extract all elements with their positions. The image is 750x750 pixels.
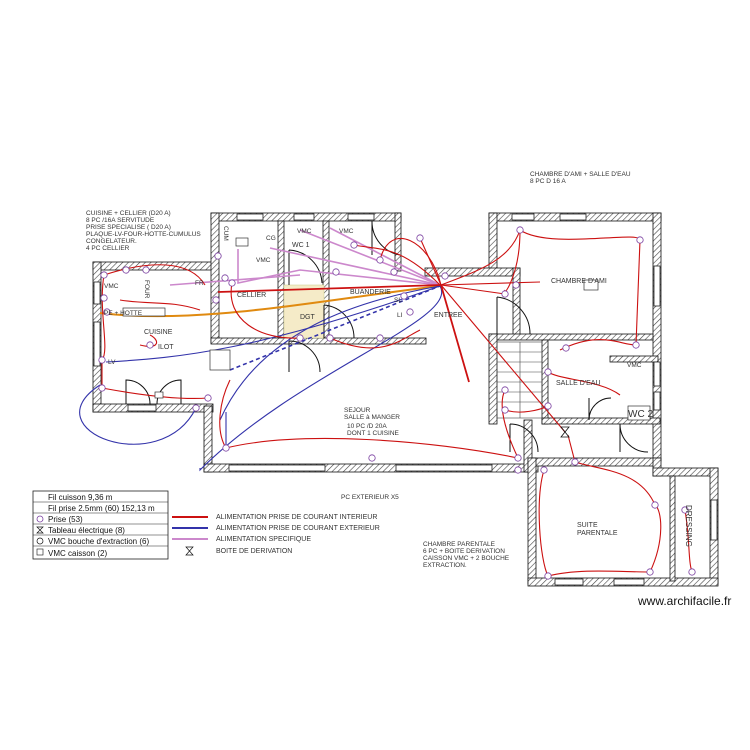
legend-fil-cuisson: Fil cuisson 9,36 m <box>48 493 113 502</box>
legend-prise: Prise (53) <box>48 515 83 524</box>
room-buanderie: BUANDERIE <box>350 289 391 296</box>
label-four: FOUR <box>143 280 150 299</box>
wires-specific <box>169 227 441 286</box>
legend-tableau: Tableau électrique (8) <box>48 526 125 535</box>
note-chambre-ami: CHAMBRE D'AMI + SALLE D'EAU 8 PC D 16 A <box>530 171 631 185</box>
wire-legend-interior: ALIMENTATION PRISE DE COURANT INTERIEUR <box>216 514 377 521</box>
label-vmc-cellier: VMC <box>256 257 271 264</box>
svg-text:8 PC /16A SERVITUDE: 8 PC /16A SERVITUDE <box>86 217 155 224</box>
room-chambre-ami: CHAMBRE D'AMI <box>551 278 607 285</box>
room-labels: CELLIER BUANDERIE CUISINE ILOT DGT ENTRE… <box>144 242 693 547</box>
vmc-caisson-icon <box>36 548 44 556</box>
label-vmc-wc1: VMC <box>297 228 312 235</box>
room-suite: SUITE <box>577 522 598 529</box>
room-ilot: ILOT <box>158 344 174 351</box>
sockets <box>98 226 696 580</box>
svg-text:DONT 1 CUISINE: DONT 1 CUISINE <box>347 430 400 437</box>
legend: Fil cuisson 9,36 m Fil prise 2.5mm (60) … <box>32 490 169 560</box>
equipment-labels: VMC VMC VMC VMC VMC CG CUM FOUR FR LV SL… <box>104 226 642 369</box>
svg-text:4 PC CELLIER: 4 PC CELLIER <box>86 245 130 252</box>
room-parentale: PARENTALE <box>577 530 618 537</box>
wire-legend-specific: ALIMENTATION SPECIFIQUE <box>216 536 311 543</box>
label-lv: LV <box>108 359 116 366</box>
note-chambre-parentale: CHAMBRE PARENTALE 6 PC + BOITE DERIVATIO… <box>423 541 510 569</box>
label-vmc-buanderie: VMC <box>339 228 354 235</box>
derivation-box-legend-icon <box>185 546 194 556</box>
room-wc2: WC 2 <box>628 409 653 420</box>
svg-text:SEJOUR: SEJOUR <box>344 407 371 414</box>
note-pc-exterieur: PC EXTERIEUR X5 <box>341 494 399 501</box>
label-hotte: PE + HOTTE <box>104 310 143 317</box>
label-vmc-salle-eau: VMC <box>627 362 642 369</box>
svg-text:PLAQUE-LV-FOUR-HOTTE-CUMULUS: PLAQUE-LV-FOUR-HOTTE-CUMULUS <box>86 231 201 238</box>
svg-text:6 PC + BOITE DERIVATION: 6 PC + BOITE DERIVATION <box>423 548 505 555</box>
svg-text:EXTRACTION.: EXTRACTION. <box>423 562 467 569</box>
svg-text:SALLE à MANGER: SALLE à MANGER <box>344 414 400 421</box>
legend-vmc-bouche: VMC bouche d'extraction (6) <box>48 537 149 546</box>
svg-text:PRISE SPECIALISE ( D20 A): PRISE SPECIALISE ( D20 A) <box>86 224 171 231</box>
label-cum: CUM <box>222 226 229 241</box>
windows <box>93 213 718 586</box>
label-vmc-cuisine: VMC <box>104 283 119 290</box>
label-cg: CG <box>266 235 276 242</box>
svg-text:10 PC /D 20A: 10 PC /D 20A <box>347 423 387 430</box>
vmc-mouth-icon <box>36 537 44 545</box>
svg-text:CUISINE + CELLIER (D20 A): CUISINE + CELLIER (D20 A) <box>86 210 171 217</box>
label-sl: SL <box>394 297 402 304</box>
legend-fil-prise: Fil prise 2.5mm (60) 152,13 m <box>48 504 155 513</box>
label-fr: FR <box>195 280 204 287</box>
derivation-box-icon <box>560 426 570 438</box>
svg-text:CHAMBRE PARENTALE: CHAMBRE PARENTALE <box>423 541 496 548</box>
watermark: www.archifacile.fr <box>638 594 732 608</box>
room-entree: ENTREE <box>434 312 463 319</box>
note-sejour: SEJOUR SALLE à MANGER 10 PC /D 20A DONT … <box>344 407 400 437</box>
room-wc1: WC 1 <box>292 242 310 249</box>
equipment-boxes <box>122 237 651 421</box>
room-dressing: DRESSING <box>684 505 693 547</box>
room-dgt: DGT <box>300 314 316 321</box>
panel-icon <box>36 526 44 534</box>
svg-text:CAISSON VMC + 2 BOUCHE: CAISSON VMC + 2 BOUCHE <box>423 555 510 562</box>
room-salle-eau: SALLE D'EAU <box>556 380 601 387</box>
note-cuisine-cellier: CUISINE + CELLIER (D20 A) 8 PC /16A SERV… <box>86 210 201 252</box>
svg-text:8 PC D 16 A: 8 PC D 16 A <box>530 178 566 185</box>
label-li: LI <box>397 312 403 319</box>
legend-vmc-caisson: VMC caisson (2) <box>48 549 107 558</box>
svg-text:CONGELATEUR.: CONGELATEUR. <box>86 238 137 245</box>
stairs <box>496 341 543 419</box>
room-cellier: CELLIER <box>237 292 266 299</box>
wire-legend-exterior: ALIMENTATION PRISE DE COURANT EXTERIEUR <box>216 525 380 532</box>
svg-text:CHAMBRE D'AMI + SALLE D'EAU: CHAMBRE D'AMI + SALLE D'EAU <box>530 171 631 178</box>
room-cuisine: CUISINE <box>144 329 173 336</box>
wire-legend-boite: BOITE DE DERIVATION <box>216 548 292 555</box>
wire-legend: ALIMENTATION PRISE DE COURANT INTERIEUR … <box>172 514 380 556</box>
socket-icon <box>36 515 44 523</box>
